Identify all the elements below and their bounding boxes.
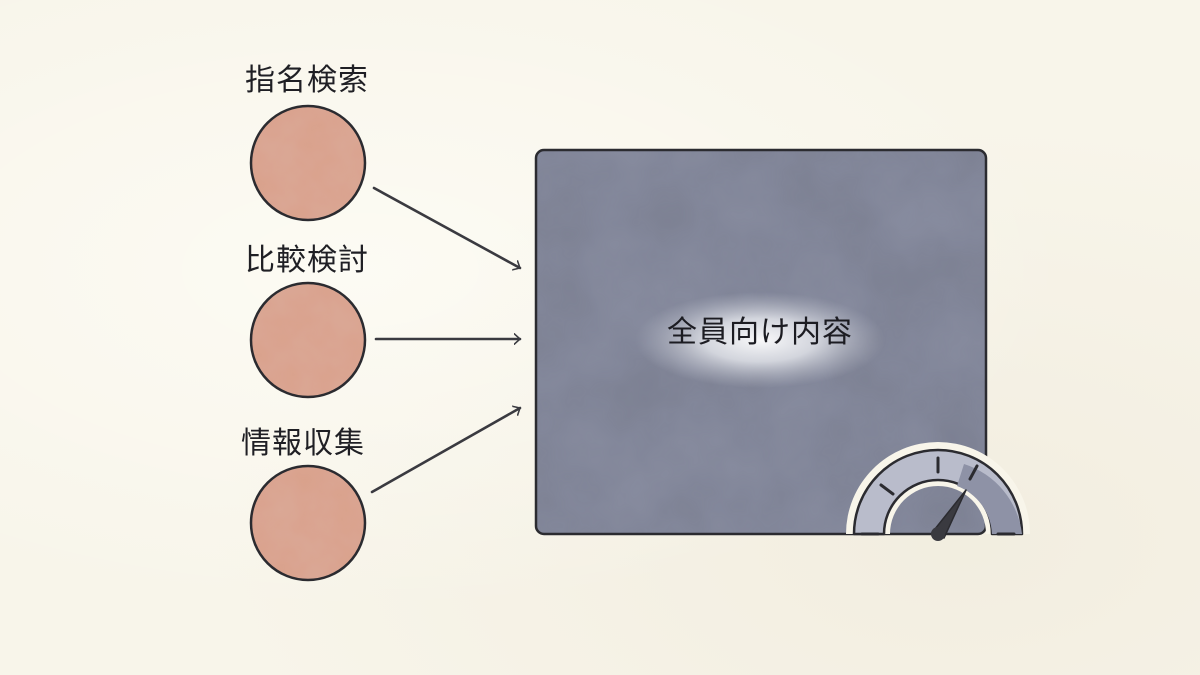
segment-circle-2	[249, 464, 367, 582]
segment-circle-0	[249, 104, 367, 222]
segment-label-0: 指名検索	[245, 63, 369, 98]
segment-label-1: 比較検討	[245, 243, 369, 278]
arrow-0	[372, 186, 522, 268]
speedometer-icon	[846, 442, 1030, 541]
segment-circle-1	[249, 281, 367, 399]
target-label: 全員向け内容	[667, 315, 853, 350]
arrow-2	[370, 408, 522, 494]
target-box	[534, 148, 988, 536]
segment-label-2: 情報収集	[241, 426, 365, 461]
